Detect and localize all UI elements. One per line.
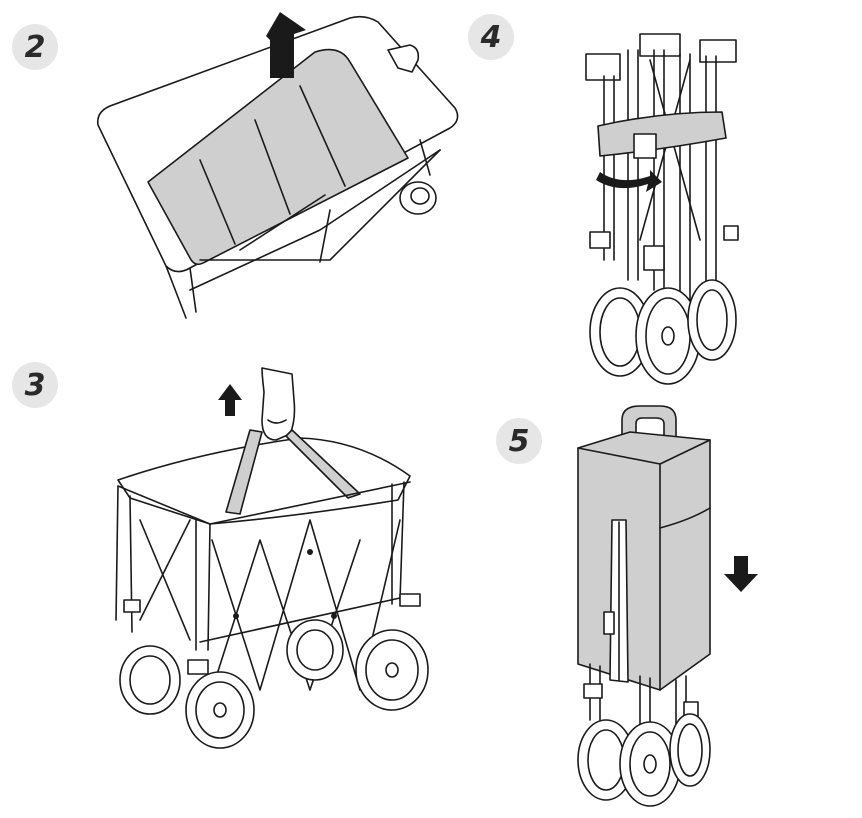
step-5-number: 5	[508, 423, 530, 459]
step-3-wagon	[115, 367, 429, 749]
step-2-wagon	[96, 12, 459, 319]
step-3-number: 3	[24, 367, 46, 403]
arrow-down-icon	[724, 556, 758, 592]
step-3-badge: 3	[12, 362, 58, 408]
step-2-badge: 2	[12, 24, 58, 70]
step-4-number: 4	[480, 19, 502, 55]
step-5-badge: 5	[496, 418, 542, 464]
step-4-wagon	[585, 33, 739, 385]
arrow-up-icon	[266, 12, 306, 78]
step-2-number: 2	[24, 29, 46, 65]
step-4-badge: 4	[468, 14, 514, 60]
arrow-up-icon	[218, 384, 242, 416]
step-5-wagon	[577, 405, 758, 807]
hand-icon	[261, 367, 296, 441]
storage-bag	[577, 431, 711, 691]
velcro-strap	[597, 111, 727, 157]
rotate-arrow-icon	[596, 170, 662, 192]
